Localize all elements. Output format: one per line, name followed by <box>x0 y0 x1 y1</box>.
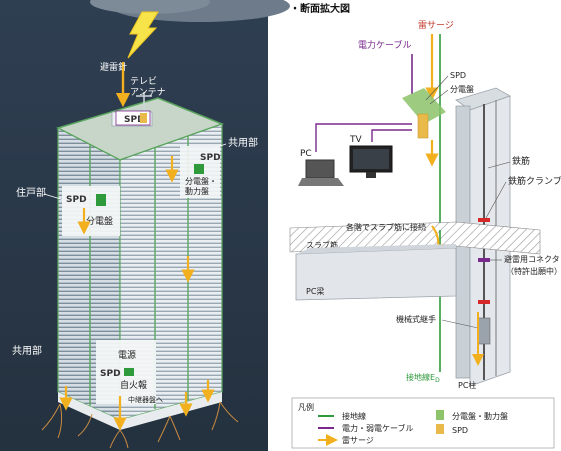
lightning-connector-mark <box>478 258 490 262</box>
dist-board-label: 分電盤 <box>450 84 474 94</box>
pc-column-label: PC柱 <box>458 380 476 390</box>
ground-wire-label: 接地線ED <box>406 372 440 384</box>
rebar-label: 鉄筋 <box>512 155 530 167</box>
dwelling-unit-panel <box>62 186 120 236</box>
lightning-rod-label: 避雷針 <box>100 61 127 73</box>
tv-monitor-icon <box>349 145 393 178</box>
rebar-clamp-mark <box>478 218 490 222</box>
spd-box <box>417 113 429 139</box>
legend-spd-label: SPD <box>452 426 468 435</box>
building-panel: 避雷針 テレビ アンテナ SPD 共用部 SPD 分電盤・ 動力盤 住戸部 SP… <box>0 0 290 451</box>
pc-beam <box>295 244 457 301</box>
slab-rebar-label: スラブ筋 <box>306 240 338 250</box>
common-area-bottom-label: 共用部 <box>12 344 42 357</box>
lightning-surge-label: 雷サージ <box>418 20 454 31</box>
leader-line <box>429 89 449 105</box>
legend-ground-label: 接地線 <box>342 411 366 421</box>
dist-power-label-2: 動力盤 <box>185 186 209 196</box>
spd-icon <box>140 113 147 123</box>
relay-board-label: 中継器盤へ <box>128 395 163 404</box>
building-base <box>58 392 222 430</box>
fire-alarm-label: 自火報 <box>120 379 147 391</box>
ground-roots <box>41 401 239 449</box>
legend-dist-board-swatch <box>436 410 444 420</box>
rebar-clamp-mark <box>478 300 490 304</box>
pc-beam-label: PC梁 <box>306 287 324 296</box>
surge-arrows <box>59 156 215 431</box>
connector-label-2: （特許出願中） <box>506 266 561 276</box>
common-area-top-label: 共用部 <box>228 136 258 149</box>
tv-antenna-label: テレビ <box>130 76 157 87</box>
legend-surge-label: 雷サージ <box>342 436 374 445</box>
rebar-clamp-label: 鉄筋クランプ <box>508 175 561 187</box>
legend-dist-board-label: 分電盤・動力盤 <box>452 411 508 421</box>
leader-line <box>487 161 511 169</box>
leader-line <box>425 75 449 101</box>
legend-cable-label: 電力・弱電ケーブル <box>342 423 414 433</box>
mech-joint-label: 機械式継手 <box>396 314 436 324</box>
tv-antenna-label-2: アンテナ <box>130 87 166 98</box>
pc-laptop-icon <box>298 159 344 186</box>
spd-right-label: SPD <box>200 153 221 163</box>
dist-board-icon <box>96 194 106 206</box>
pc-label: PC <box>300 149 312 159</box>
cable-to-tv <box>371 129 412 142</box>
storm-cloud-2 <box>90 0 210 14</box>
legend-spd-swatch <box>436 424 444 434</box>
legend: 凡例 接地線 電力・弱電ケーブル 雷サージ 分電盤・動力盤 SPD <box>291 397 555 449</box>
fire-alarm-icon <box>124 368 134 376</box>
slab-connect-label: 各階でスラブ筋に接続 <box>346 222 426 232</box>
spd-unit-label: SPD <box>66 195 87 205</box>
section-title: ・断面拡大図 <box>290 2 350 15</box>
spd-roof-label: SPD <box>124 115 145 125</box>
leader-line <box>441 319 479 329</box>
slab <box>289 221 541 255</box>
power-cable-label: 電力ケーブル <box>358 39 411 51</box>
mech-joint-mark <box>477 317 491 345</box>
dist-power-label: 分電盤・ <box>185 176 217 186</box>
tv-label: TV <box>349 135 362 145</box>
leader-line <box>43 193 65 201</box>
legend-title: 凡例 <box>298 402 314 412</box>
spd-bottom-label: SPD <box>100 369 121 379</box>
power-supply-label: 電源 <box>118 350 136 361</box>
dist-board-box <box>402 88 446 124</box>
dist-power-icon <box>194 164 204 174</box>
spd-label: SPD <box>450 71 466 80</box>
leader-line <box>485 181 507 219</box>
lightning-bolt-icon <box>127 11 159 59</box>
dist-board-label: 分電盤 <box>86 215 113 227</box>
cable-to-pc <box>315 123 412 152</box>
connector-label: 避雷用コネクタ <box>504 254 560 264</box>
cross-section-panel: ・断面拡大図 雷サージ 電力ケーブル SPD 分電盤 PC TV <box>289 2 561 449</box>
dwelling-unit-label: 住戸部 <box>16 186 46 199</box>
